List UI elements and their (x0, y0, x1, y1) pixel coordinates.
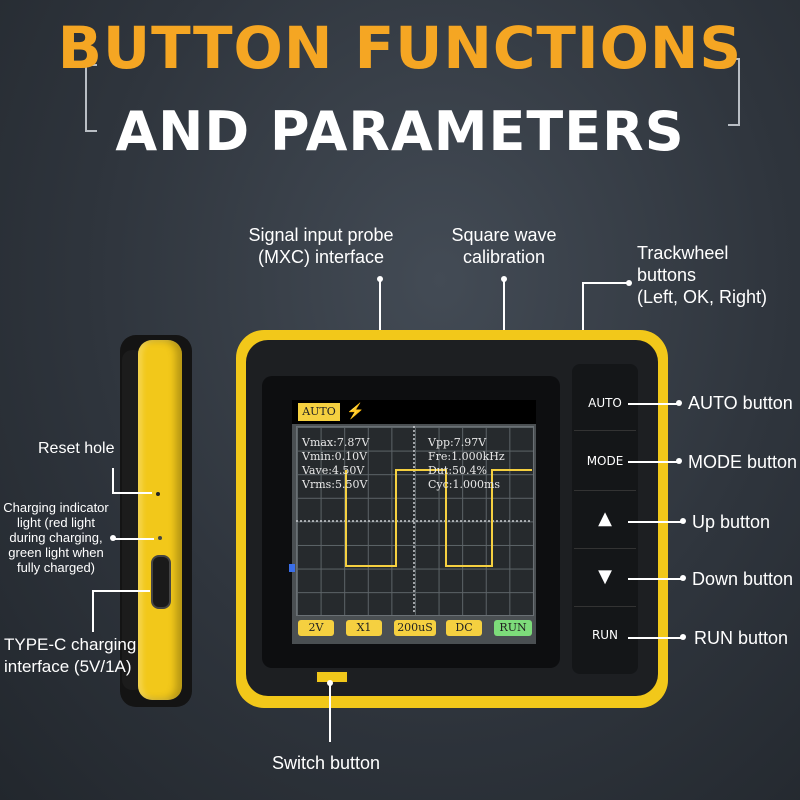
reset-hole (156, 492, 160, 496)
measurements-left: Vmax:7.87V Vmin:0.10V Vave:4.50V Vrms:5.… (302, 436, 370, 491)
mode-pointer-dot (676, 458, 682, 464)
left-bracket (85, 64, 97, 132)
type-c-port (151, 555, 171, 609)
divider (574, 430, 636, 431)
square-wave-pointer (503, 280, 505, 332)
down-pointer-dot (680, 575, 686, 581)
trackwheel-label: Trackwheel buttons (Left, OK, Right) (637, 243, 768, 307)
run-status-button[interactable]: RUN (494, 620, 532, 636)
auto-mode-tag: AUTO (298, 403, 340, 421)
auto-pointer-dot (676, 400, 682, 406)
switch-button-label: Switch button (272, 753, 381, 773)
charging-pointer-dot (110, 535, 116, 541)
mode-button-label: MODE button (688, 452, 798, 472)
mode-pointer (628, 461, 678, 463)
trackwheel-pointer-dot (626, 280, 632, 286)
type-c-pointer-h (92, 590, 150, 592)
charging-indicator-label: Charging indicator light (red light duri… (3, 500, 109, 575)
down-pointer (628, 578, 682, 580)
signal-input-label: Signal input probe (MXC) interface (248, 225, 394, 267)
type-c-pointer-v (92, 590, 94, 632)
measurements-right: Vpp:7.97V Fre:1.000kHz Dut:50.4% Cyc:1.0… (428, 436, 505, 491)
trackwheel-pointer-h (582, 282, 628, 284)
channel-marker (289, 564, 295, 572)
mode-button[interactable]: MODE (586, 454, 624, 468)
run-button[interactable]: RUN (591, 628, 619, 642)
heading-line-1: BUTTON FUNCTIONS (57, 14, 743, 82)
divider (574, 606, 636, 607)
time-base-button[interactable]: 200uS (394, 620, 436, 636)
square-waveform (345, 469, 532, 567)
trackwheel-pointer-v (582, 282, 584, 330)
run-button-label: RUN button (694, 628, 789, 648)
auto-button-label: AUTO button (688, 393, 793, 413)
up-button[interactable]: ▲ (598, 508, 612, 529)
type-c-label: TYPE-C charging interface (5V/1A) (4, 635, 137, 676)
auto-pointer (628, 403, 678, 405)
waveform-svg (296, 426, 532, 614)
auto-button[interactable]: AUTO (588, 396, 622, 410)
right-bracket (728, 58, 740, 126)
divider (574, 490, 636, 491)
control-panel (572, 364, 638, 674)
up-pointer-dot (680, 518, 686, 524)
run-pointer (628, 637, 682, 639)
side-device-shell (138, 340, 182, 700)
charging-pointer (114, 538, 154, 540)
switch-pointer-dot (327, 680, 333, 686)
probe-factor-button[interactable]: X1 (346, 620, 382, 636)
down-button[interactable]: ▼ (598, 566, 612, 587)
square-wave-label: Square wave calibration (451, 225, 557, 267)
divider (574, 548, 636, 549)
up-button-label: Up button (692, 512, 771, 532)
volts-div-button[interactable]: 2V (298, 620, 334, 636)
reset-pointer-v (112, 468, 114, 492)
signal-input-pointer (379, 280, 381, 332)
coupling-button[interactable]: DC (446, 620, 482, 636)
square-wave-pointer-dot (501, 276, 507, 282)
switch-pointer (329, 684, 331, 742)
down-button-label: Down button (692, 569, 794, 589)
reset-hole-label: Reset hole (38, 440, 115, 457)
reset-pointer-h (112, 492, 152, 494)
heading-line-2: AND PARAMETERS (115, 100, 685, 163)
signal-input-pointer-dot (377, 276, 383, 282)
bolt-icon: ⚡ (346, 403, 365, 420)
up-pointer (628, 521, 682, 523)
charging-indicator-light (158, 536, 162, 540)
run-pointer-dot (680, 634, 686, 640)
